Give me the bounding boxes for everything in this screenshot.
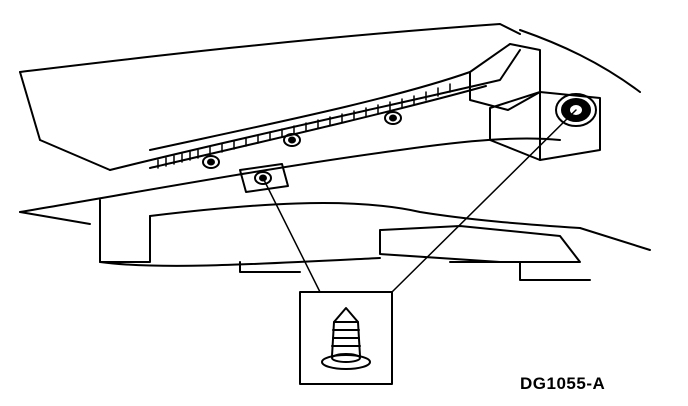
leader-lines xyxy=(262,109,577,293)
upper-body-panel xyxy=(19,23,641,171)
corner-bracket xyxy=(469,43,601,161)
fender-apron xyxy=(19,137,651,281)
cowl-panel xyxy=(109,49,521,171)
figure-id-label: DG1055-A xyxy=(520,374,606,393)
pushpin-fastener-icon xyxy=(321,307,371,370)
